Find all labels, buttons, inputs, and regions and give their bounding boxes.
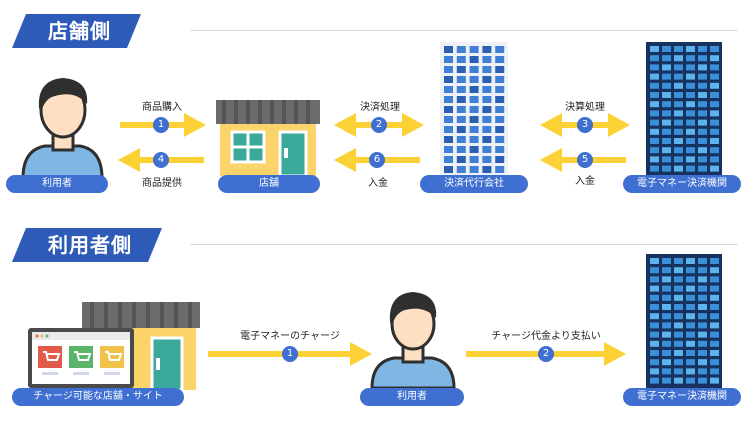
- arrow-label: 決算処理: [565, 102, 605, 113]
- arrow-label: 決済処理: [360, 102, 400, 113]
- step-badge: 2: [538, 346, 554, 362]
- arrow-label: 電子マネーのチャージ: [240, 331, 340, 342]
- step-badge: 6: [369, 152, 385, 168]
- payment-agency-building-icon: [440, 42, 508, 178]
- node-label-user: 利用者: [360, 388, 464, 406]
- person-icon: [21, 78, 104, 180]
- step-badge: 1: [153, 117, 169, 133]
- emoney-building-icon: [646, 254, 722, 390]
- section-title-user: 利用者側: [12, 228, 162, 262]
- step-badge: 1: [282, 346, 298, 362]
- section-divider: [190, 244, 738, 245]
- arrow-label: 入金: [368, 178, 388, 189]
- step-badge: 4: [153, 152, 169, 168]
- step-badge: 3: [577, 117, 593, 133]
- arrow-left: [540, 148, 626, 172]
- step-badge: 2: [371, 117, 387, 133]
- arrow-label: チャージ代金より支払い: [491, 331, 601, 342]
- arrow-left: [118, 148, 204, 172]
- section-divider: [190, 30, 738, 31]
- arrow-label: 商品購入: [142, 102, 182, 113]
- laptop-icon: [18, 328, 144, 394]
- node-label-emoney-issuer: 電子マネー決済機関: [623, 388, 741, 406]
- arrow-label: 商品提供: [142, 178, 182, 189]
- arrow-right: [208, 342, 372, 366]
- node-label-store-site: チャージ可能な店舗・サイト: [12, 388, 184, 406]
- person-icon: [370, 292, 456, 390]
- node-label-user: 利用者: [6, 175, 108, 193]
- arrow-label: 入金: [575, 176, 595, 187]
- store-icon: [216, 100, 320, 178]
- arrow-left: [334, 148, 420, 172]
- arrow-right: [466, 342, 626, 366]
- step-badge: 5: [577, 152, 593, 168]
- node-label-store: 店舗: [218, 175, 320, 193]
- section-title-store: 店舗側: [12, 14, 141, 48]
- emoney-building-icon: [646, 42, 722, 178]
- node-label-emoney-issuer: 電子マネー決済機関: [623, 175, 741, 193]
- node-label-payment-agency: 決済代行会社: [420, 175, 528, 193]
